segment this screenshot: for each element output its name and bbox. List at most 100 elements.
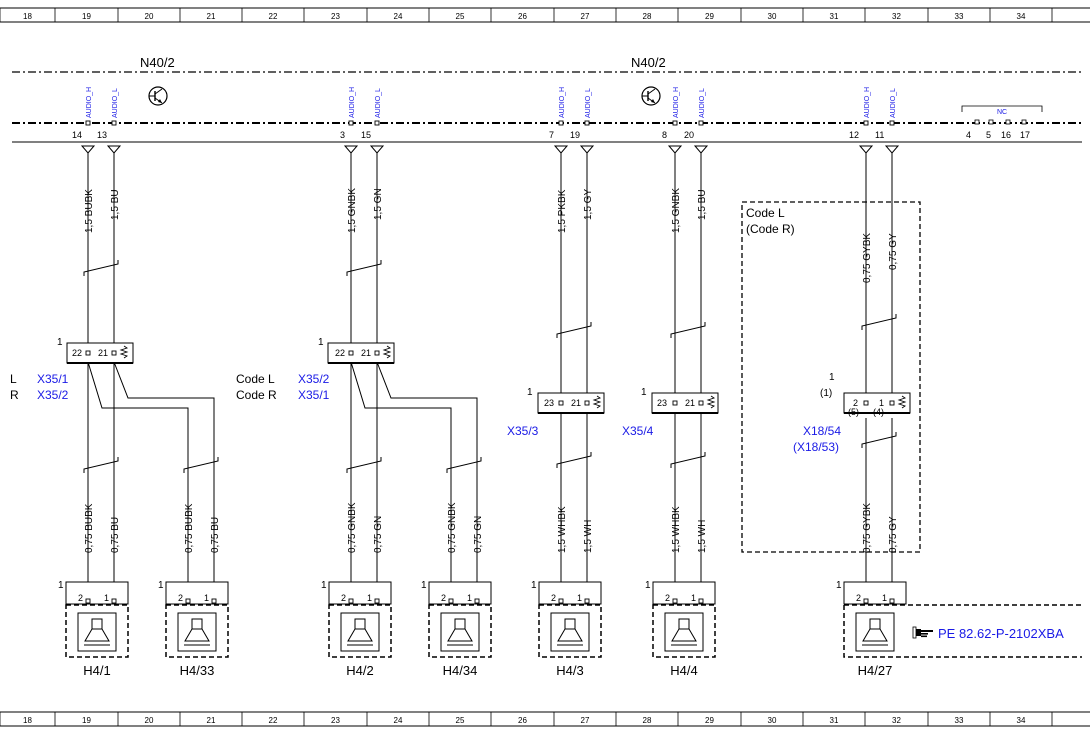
twisted-pair-marker bbox=[83, 457, 119, 473]
wire-label: 0,75 GN bbox=[473, 516, 484, 553]
nc-pin-group: NC 4 5 16 17 bbox=[961, 105, 1043, 140]
shield-symbol bbox=[382, 345, 392, 359]
reference-link[interactable]: PE 82.62-P-2102XBA bbox=[912, 626, 1064, 641]
ruler-column-label: 31 bbox=[830, 716, 839, 725]
connector-pin-number: 21 bbox=[685, 398, 695, 408]
speaker-name: H4/34 bbox=[443, 663, 478, 678]
ruler-column-label: 25 bbox=[456, 716, 465, 725]
pin-signal-label: AUDIO_L bbox=[890, 88, 897, 118]
speaker-connector bbox=[328, 581, 392, 605]
connector-pin bbox=[111, 350, 117, 356]
wire-label: 1,5 BU bbox=[110, 189, 121, 220]
ruler-column-label: 29 bbox=[705, 716, 714, 725]
wire-segment bbox=[376, 361, 478, 590]
wire-label: 1,5 WH bbox=[697, 520, 708, 553]
speaker-pin-number: 1 bbox=[467, 593, 472, 603]
connector-pin bbox=[672, 400, 678, 406]
wire-segment bbox=[87, 361, 189, 590]
speaker-housing bbox=[538, 604, 602, 658]
pin-number: 7 bbox=[549, 130, 554, 140]
connector-pin bbox=[584, 400, 590, 406]
speaker-pin bbox=[584, 598, 590, 604]
module-pins: AUDIO_H14AUDIO_L13AUDIO_H3AUDIO_L15AUDIO… bbox=[72, 87, 900, 154]
speaker-connector bbox=[165, 581, 229, 605]
ruler-column-label: 26 bbox=[518, 12, 527, 21]
pin-number: 11 bbox=[875, 130, 884, 140]
speaker-icon bbox=[855, 612, 895, 652]
connector-name: X35/2 bbox=[37, 388, 69, 402]
speaker-pin bbox=[211, 598, 217, 604]
pin-number: 20 bbox=[684, 130, 694, 140]
speaker-pin-number: 1 bbox=[204, 593, 209, 603]
speaker-pin-number: 2 bbox=[441, 593, 446, 603]
speaker-pin bbox=[698, 598, 704, 604]
speaker-pin-one-label: 1 bbox=[158, 580, 164, 591]
module-pin bbox=[584, 120, 590, 126]
speaker-icon-cone bbox=[347, 628, 373, 642]
ruler-column-label: 20 bbox=[145, 716, 154, 725]
twisted-pair-marker bbox=[346, 260, 382, 276]
speaker-icon-cone bbox=[671, 628, 697, 642]
pin-signal-label: AUDIO_H bbox=[86, 87, 93, 118]
ruler-column-label: 24 bbox=[394, 716, 403, 725]
speaker-name: H4/33 bbox=[180, 663, 215, 678]
pin-number: 15 bbox=[361, 130, 371, 140]
code-box-line2: (Code R) bbox=[746, 222, 795, 236]
twisted-pair-marker bbox=[670, 452, 706, 468]
speaker-pin-number: 1 bbox=[577, 593, 582, 603]
twisted-pair-marker bbox=[183, 457, 219, 473]
wire-label: 0,75 GNBK bbox=[447, 502, 458, 553]
wire-label: 1,5 WHBK bbox=[557, 506, 568, 553]
nc-label: NC bbox=[997, 109, 1007, 116]
connector-pin-number: 22 bbox=[72, 348, 82, 358]
ruler-column-label: 18 bbox=[23, 12, 32, 21]
pin-arrow bbox=[667, 145, 683, 154]
connector-pin-one-label: 1 bbox=[829, 372, 835, 383]
speaker-pin bbox=[185, 598, 191, 604]
pin-signal-label: AUDIO_L bbox=[375, 88, 382, 118]
module-pin bbox=[698, 120, 704, 126]
connector-pin-number: 23 bbox=[544, 398, 554, 408]
pin-number: 12 bbox=[849, 130, 859, 140]
shield-symbol bbox=[706, 395, 716, 409]
wire-label: 1,5 BUBK bbox=[84, 189, 95, 233]
speaker-pin-number: 1 bbox=[367, 593, 372, 603]
nc-pin: 5 bbox=[986, 130, 991, 140]
speaker-icon-magnet bbox=[678, 618, 690, 630]
ruler-column-label: 33 bbox=[955, 12, 964, 21]
pin-number: 14 bbox=[72, 130, 82, 140]
ruler-column-label: 28 bbox=[643, 716, 652, 725]
pin-signal-label: AUDIO_H bbox=[673, 87, 680, 118]
ruler-column-label: 21 bbox=[207, 12, 216, 21]
connector-pin-number: 21 bbox=[98, 348, 108, 358]
pin-number: 8 bbox=[662, 130, 667, 140]
module-pin bbox=[672, 120, 678, 126]
ruler-column-label: 31 bbox=[830, 12, 839, 21]
pin-arrow bbox=[106, 145, 122, 154]
speaker-icon-magnet bbox=[454, 618, 466, 630]
transistor-icon bbox=[148, 86, 168, 106]
reference-text[interactable]: PE 82.62-P-2102XBA bbox=[938, 626, 1064, 641]
speaker-pin bbox=[474, 598, 480, 604]
speaker-pin-number: 2 bbox=[178, 593, 183, 603]
module-pin bbox=[85, 120, 91, 126]
twisted-pair-marker bbox=[83, 260, 119, 276]
speaker-pin bbox=[374, 598, 380, 604]
speaker-pin-one-label: 1 bbox=[531, 580, 537, 591]
connector-pin-number: 22 bbox=[335, 348, 345, 358]
shield-symbol bbox=[897, 395, 907, 409]
wire-label: 0,75 GYBK bbox=[862, 503, 873, 553]
speaker-connector bbox=[652, 581, 716, 605]
speaker-connector bbox=[538, 581, 602, 605]
speaker-pin-number: 1 bbox=[104, 593, 109, 603]
speaker-icon-magnet bbox=[869, 618, 881, 630]
ruler-column-label: 30 bbox=[768, 12, 777, 21]
